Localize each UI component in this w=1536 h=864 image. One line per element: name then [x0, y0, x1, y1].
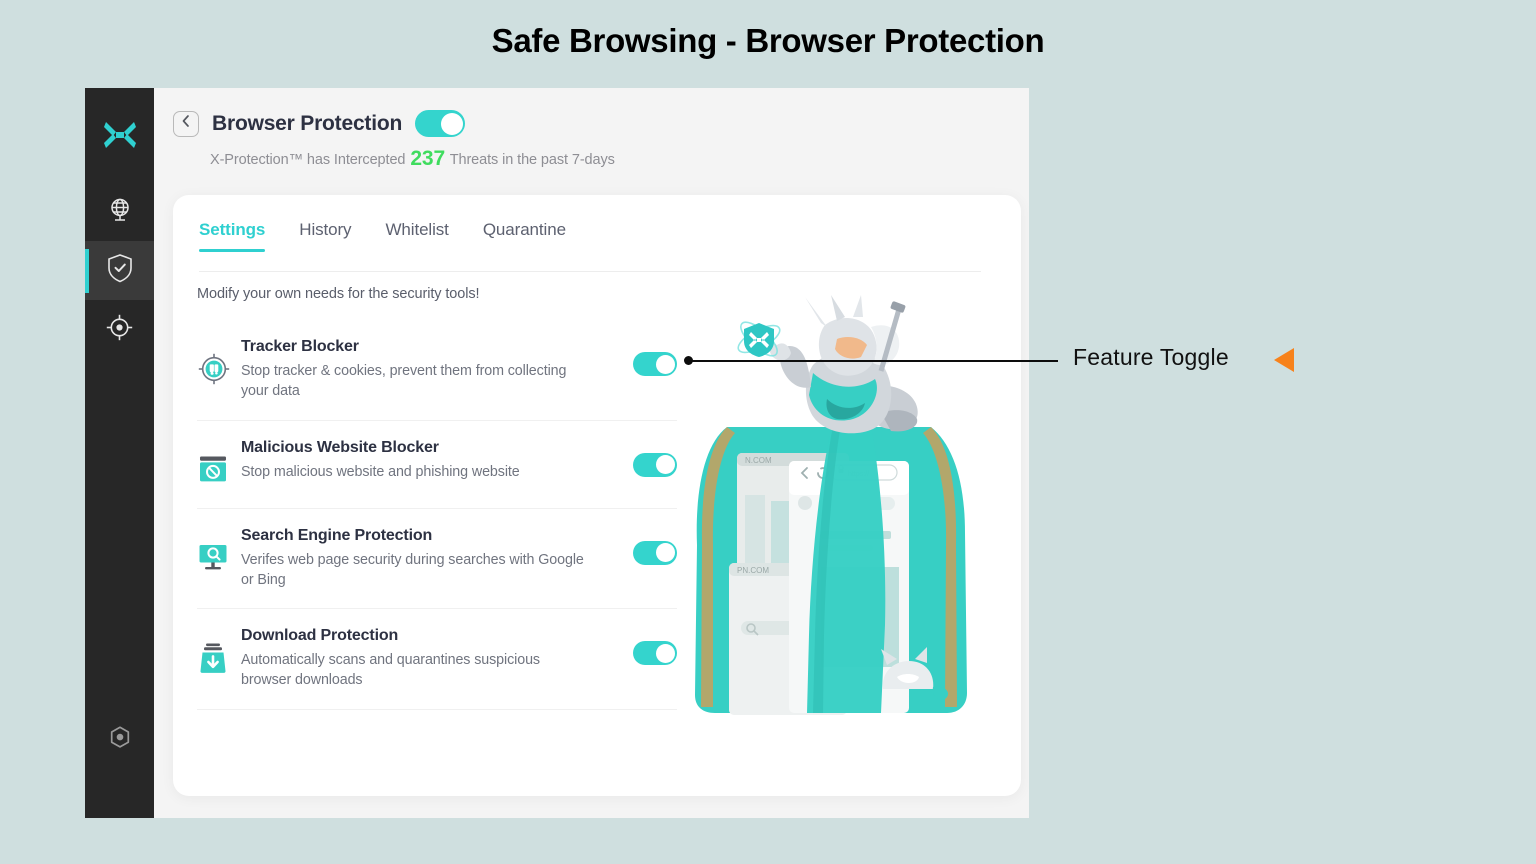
settings-nut-icon [107, 725, 133, 756]
row-icon-wrap [197, 338, 241, 391]
back-button[interactable] [173, 110, 199, 137]
sidebar-item-protection[interactable] [85, 241, 154, 300]
monitor-search-icon [197, 541, 229, 578]
row-icon-wrap [197, 439, 241, 490]
threat-summary-suffix: Threats in the past 7-days [449, 152, 615, 168]
row-icon-wrap [197, 627, 241, 680]
annotation-label: Feature Toggle [1073, 344, 1229, 370]
setting-title: Download Protection [241, 627, 399, 645]
app-window: Browser Protection X-Protection™ has Int… [85, 88, 1029, 818]
main-content: Browser Protection X-Protection™ has Int… [154, 88, 1029, 818]
setting-row-download-protection[interactable]: Download Protection Automatically scans … [197, 609, 677, 710]
row-toggle-wrap [625, 527, 677, 565]
setting-description: Stop tracker & cookies, prevent them fro… [241, 363, 567, 400]
toggle-knob [440, 112, 463, 135]
tab-bar: Settings History Whitelist Quarantine [173, 195, 1021, 252]
tracker-target-icon [197, 352, 231, 391]
settings-list: Tracker Blocker Stop tracker & cookies, … [197, 320, 677, 710]
globe-icon [107, 196, 133, 227]
row-toggle-wrap [625, 338, 677, 376]
row-icon-wrap [197, 527, 241, 578]
threat-summary-prefix: X-Protection™ has Intercepted [210, 152, 406, 168]
row-toggle-wrap [625, 627, 677, 666]
search-engine-protection-toggle[interactable] [633, 540, 677, 565]
x-logo-icon [103, 119, 137, 156]
sidebar [85, 88, 154, 818]
tab-settings[interactable]: Settings [199, 220, 266, 252]
annotation-arrow-icon [1274, 348, 1294, 372]
toggle-knob [655, 354, 675, 374]
chevron-left-icon [180, 114, 192, 133]
annotation-leader-line [688, 360, 1058, 362]
tracker-blocker-toggle[interactable] [633, 352, 677, 376]
row-text-wrap: Malicious Website Blocker Stop malicious… [241, 439, 625, 482]
shield-check-icon [106, 253, 134, 288]
setting-description: Automatically scans and quarantines susp… [241, 652, 540, 689]
setting-title: Search Engine Protection [241, 526, 433, 544]
download-tray-icon [197, 641, 229, 680]
svg-text:N.COM: N.COM [745, 456, 772, 465]
page-title: Safe Browsing - Browser Protection [491, 22, 1045, 59]
setting-row-search-engine-protection[interactable]: Search Engine Protection Verifes web pag… [197, 509, 677, 610]
tab-history[interactable]: History [299, 220, 352, 239]
guardian-knight-browser-illustration: N.COM PN.COM [685, 295, 975, 735]
toggle-knob [655, 455, 675, 475]
malicious-website-blocker-toggle[interactable] [633, 452, 677, 477]
threat-summary: X-Protection™ has Intercepted 237 Threat… [210, 147, 1029, 171]
master-protection-toggle[interactable] [415, 110, 466, 137]
setting-row-malicious-website-blocker[interactable]: Malicious Website Blocker Stop malicious… [197, 421, 677, 509]
setting-description: Verifes web page security during searche… [241, 551, 584, 588]
sidebar-item-scan[interactable] [85, 300, 154, 359]
tab-quarantine[interactable]: Quarantine [482, 220, 566, 239]
row-text-wrap: Search Engine Protection Verifes web pag… [241, 527, 625, 591]
tab-divider [199, 271, 981, 272]
sidebar-item-settings[interactable] [85, 711, 154, 770]
toggle-knob [655, 643, 675, 663]
setting-title: Malicious Website Blocker [241, 438, 439, 456]
page-header: Browser Protection X-Protection™ has Int… [154, 88, 1029, 171]
settings-note: Modify your own needs for the security t… [197, 286, 480, 302]
row-text-wrap: Tracker Blocker Stop tracker & cookies, … [241, 338, 625, 402]
sidebar-item-web[interactable] [85, 182, 154, 241]
svg-text:PN.COM: PN.COM [737, 566, 769, 575]
tab-whitelist[interactable]: Whitelist [385, 220, 449, 239]
crosshair-target-icon [106, 314, 133, 346]
settings-card: Settings History Whitelist Quarantine Mo… [173, 195, 1021, 796]
setting-description: Stop malicious website and phishing webs… [241, 463, 520, 480]
setting-row-tracker-blocker[interactable]: Tracker Blocker Stop tracker & cookies, … [197, 320, 677, 421]
threat-count: 237 [410, 147, 446, 170]
header-title: Browser Protection [212, 111, 403, 135]
toggle-knob [655, 543, 675, 563]
row-text-wrap: Download Protection Automatically scans … [241, 627, 625, 691]
setting-title: Tracker Blocker [241, 338, 359, 355]
app-logo [85, 112, 154, 162]
download-protection-toggle[interactable] [633, 641, 677, 666]
row-toggle-wrap [625, 439, 677, 477]
blocked-website-icon [197, 453, 229, 490]
